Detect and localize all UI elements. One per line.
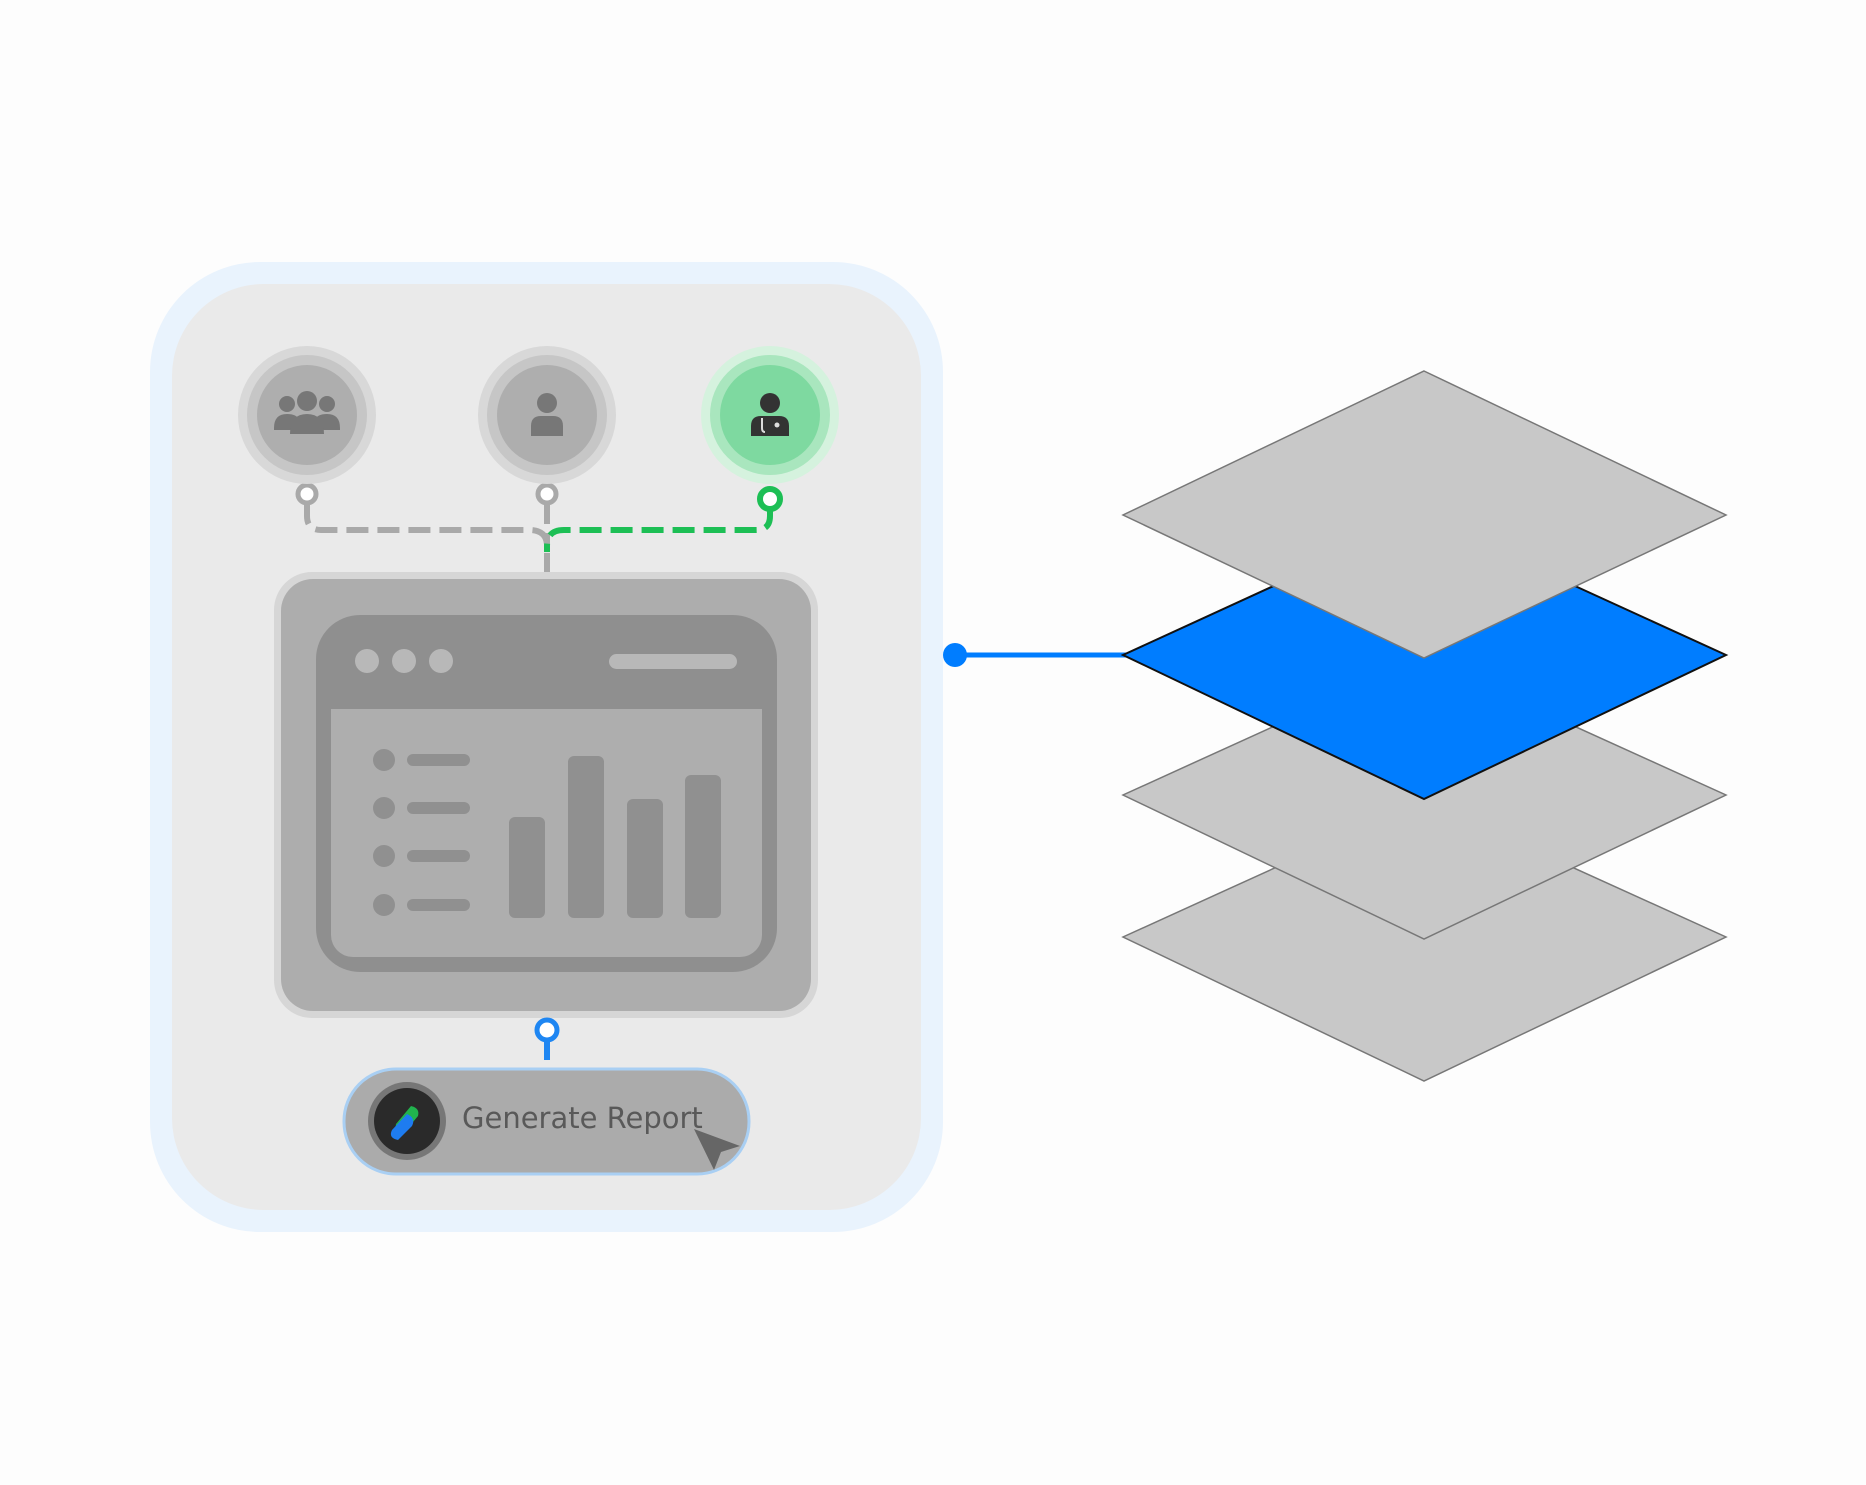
connector-doctor (544, 507, 773, 552)
window-address-bar (609, 654, 737, 669)
bar-graphic (509, 756, 721, 918)
pin-doctor (757, 486, 783, 512)
cursor-icon (694, 1129, 740, 1170)
role-user-avatar[interactable] (478, 346, 616, 484)
window-dot-2 (392, 649, 416, 673)
layer-1 (1121, 370, 1728, 659)
role-doctor-avatar[interactable] (701, 346, 839, 484)
list-items (373, 749, 470, 916)
pin-group (295, 482, 319, 506)
app-logo-icon (390, 1106, 419, 1140)
generate-report-label: Generate Report (462, 1101, 703, 1135)
doctor-icon (751, 393, 789, 436)
generate-report-button[interactable]: Generate Report (342, 1067, 751, 1176)
panel-to-layer-connector (943, 643, 1127, 667)
role-connectors (295, 482, 783, 573)
button-connector (534, 1017, 560, 1068)
layer-stack (1120, 370, 1729, 1082)
window-dot-3 (429, 649, 453, 673)
window-dot-1 (355, 649, 379, 673)
user-group-icon (274, 391, 340, 434)
pin-user (535, 482, 559, 506)
layer-4 (1121, 799, 1728, 1082)
dashboard-card (274, 572, 818, 1018)
user-icon (531, 393, 563, 436)
role-group-avatar[interactable] (238, 346, 376, 484)
